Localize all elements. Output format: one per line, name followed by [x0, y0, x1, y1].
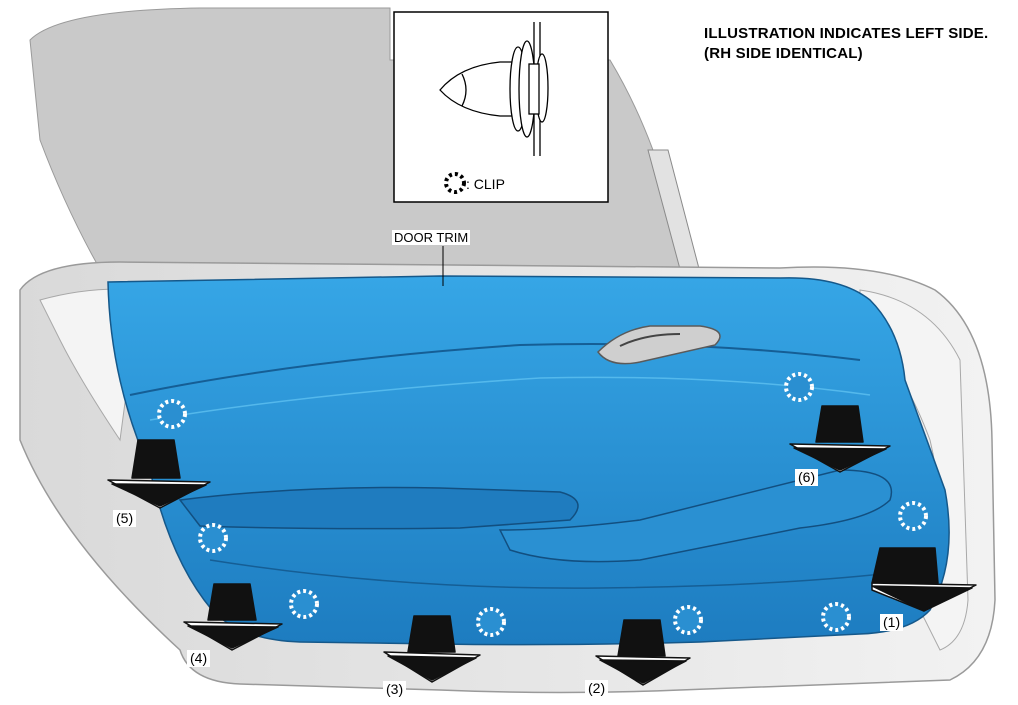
clip-marker	[673, 605, 703, 635]
clip-marker	[198, 523, 228, 553]
callout-5: (5)	[113, 510, 137, 527]
callout-3: (3)	[383, 681, 407, 698]
callout-6: (6)	[795, 469, 819, 486]
side-note-line1: ILLUSTRATION INDICATES LEFT SIDE.	[704, 25, 989, 42]
armrest	[178, 486, 579, 530]
callout-4: (4)	[187, 650, 211, 667]
removal-arrow-4	[183, 583, 283, 651]
side-note: ILLUSTRATION INDICATES LEFT SIDE. (RH SI…	[704, 24, 988, 64]
lower-trim-line	[209, 559, 901, 589]
clip-legend-label: : CLIP	[466, 176, 505, 192]
removal-arrow-5	[107, 439, 211, 509]
callout-1: (1)	[880, 614, 904, 631]
side-note-line2: (RH SIDE IDENTICAL)	[704, 45, 863, 62]
removal-arrows	[107, 405, 977, 686]
trim-belt-line	[149, 376, 871, 421]
clip-marker	[898, 501, 928, 531]
clip-detail-drawing	[439, 22, 549, 156]
callout-2: (2)	[585, 680, 609, 697]
removal-arrow-1	[871, 547, 977, 612]
clip-marker	[784, 372, 814, 402]
door-pull-pocket	[498, 469, 893, 563]
clip-marker	[157, 399, 187, 429]
clip-marker	[289, 589, 319, 619]
clip-marker	[821, 602, 851, 632]
inner-handle-lever	[619, 333, 681, 347]
removal-arrow-2	[595, 619, 691, 686]
removal-arrow-3	[383, 615, 481, 683]
clip-marker	[476, 607, 506, 637]
removal-arrow-6	[789, 405, 891, 473]
door-trim-label: DOOR TRIM	[392, 230, 471, 245]
trim-upper-molding	[129, 343, 861, 396]
clip-markers	[157, 372, 928, 637]
inner-door-handle	[597, 325, 721, 365]
clip-legend-icon	[444, 172, 466, 194]
